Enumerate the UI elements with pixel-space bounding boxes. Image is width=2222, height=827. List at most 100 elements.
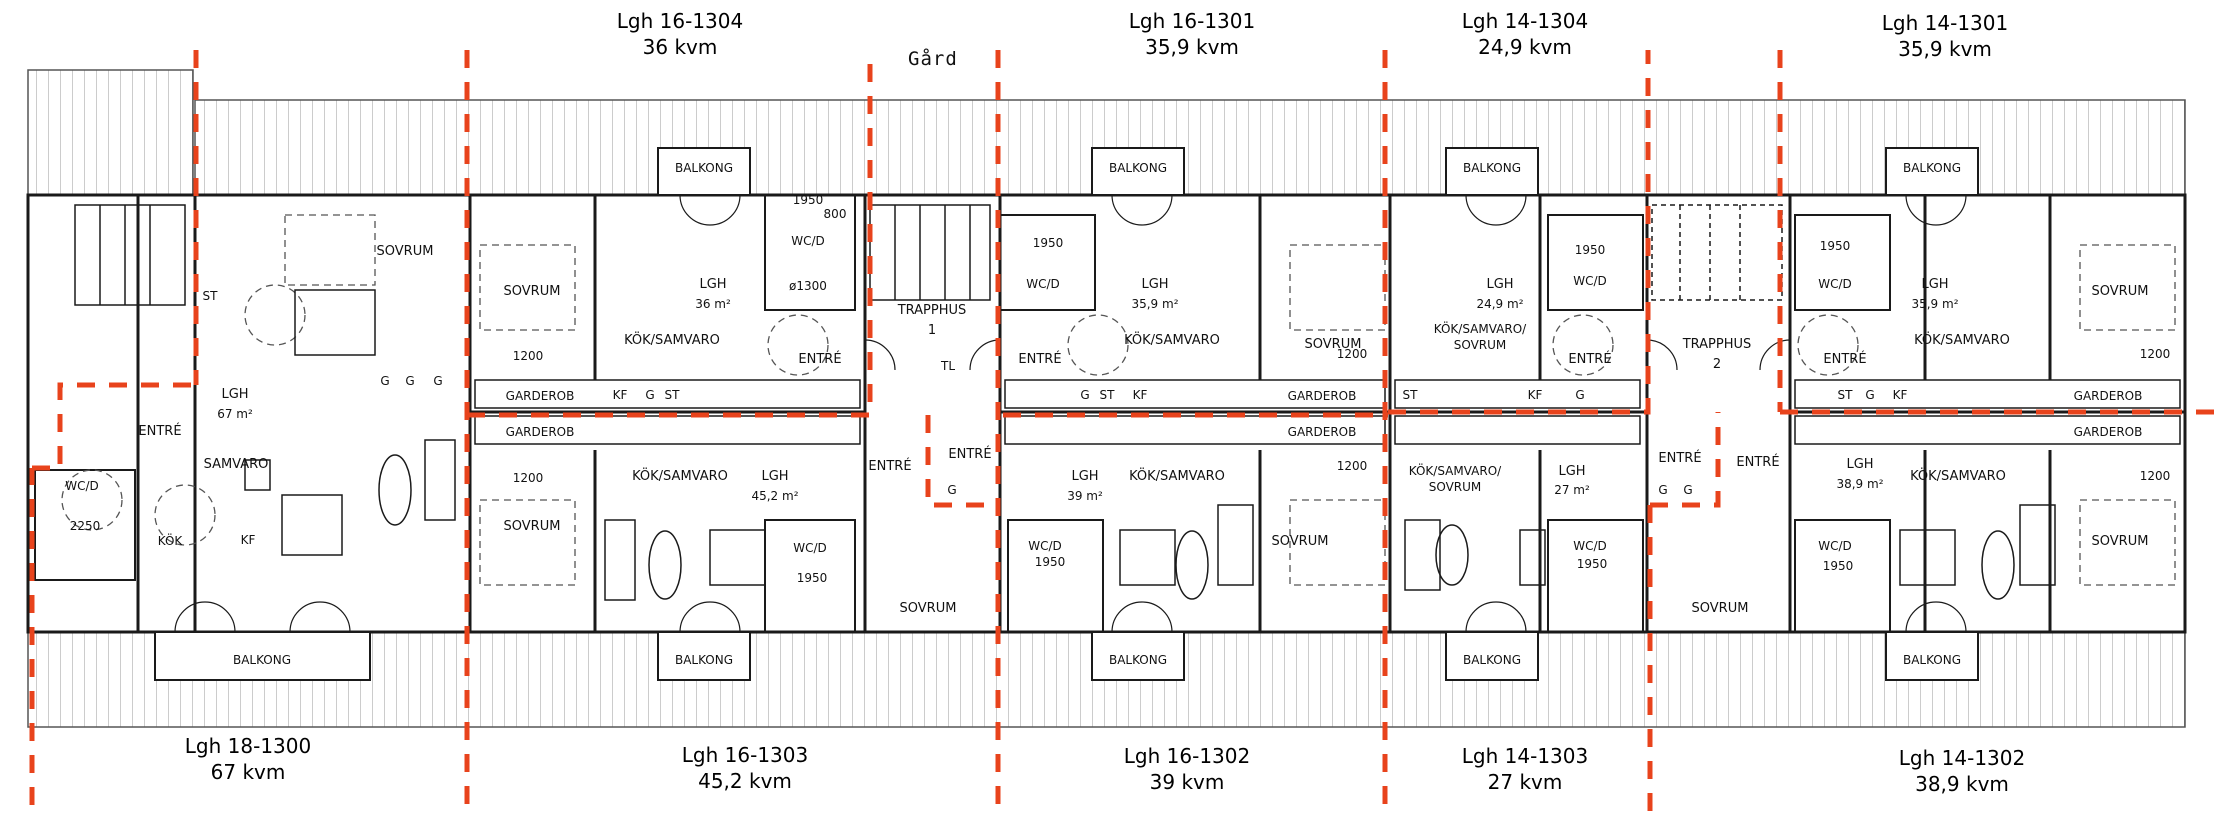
room-label: TRAPPHUS xyxy=(897,303,967,318)
dimension-label: 1200 xyxy=(2140,469,2171,483)
room-label: LGH xyxy=(1071,469,1098,484)
balcony-label: BALKONG xyxy=(1903,653,1961,667)
balcony-label: BALKONG xyxy=(1463,653,1521,667)
appliance-label: KF xyxy=(1528,388,1543,402)
room-label: 1 xyxy=(928,323,936,338)
doors xyxy=(174,194,1967,633)
room-label: LGH xyxy=(1141,277,1168,292)
room-label: SOVRUM xyxy=(1305,337,1362,352)
room-label: ENTRÉ xyxy=(868,458,911,474)
room-label: KÖK/SAMVARO xyxy=(1124,331,1220,348)
room-label: ENTRÉ xyxy=(1658,450,1701,466)
unit-caption-bottom: Lgh 16-1303 45,2 kvm xyxy=(645,742,845,794)
wardrobe-strips xyxy=(474,379,2181,445)
dimension-label: 1200 xyxy=(2140,347,2171,361)
appliance-label: KF xyxy=(241,533,256,547)
furniture xyxy=(244,289,2056,601)
room-label: GARDEROB xyxy=(506,389,575,403)
room-label: SOVRUM xyxy=(1429,480,1482,494)
room-label: WC/D xyxy=(1026,277,1060,291)
dimension-label: 1950 xyxy=(1033,236,1064,250)
balcony-label: BALKONG xyxy=(1109,653,1167,667)
unit-size: 24,9 kvm xyxy=(1478,35,1572,59)
unit-caption-bottom: Lgh 18-1300 67 kvm xyxy=(148,733,348,785)
appliance-label: G xyxy=(1080,388,1089,402)
unit-name: Lgh 14-1304 xyxy=(1461,9,1589,33)
unit-area: 36 m² xyxy=(695,297,731,311)
unit-size: 35,9 kvm xyxy=(1145,35,1239,59)
room-label: SOVRUM xyxy=(1692,601,1749,616)
unit-area: 39 m² xyxy=(1067,489,1103,503)
appliance-label: G xyxy=(405,374,414,388)
balcony-label: BALKONG xyxy=(1463,161,1521,175)
unit-name: Lgh 16-1304 xyxy=(616,9,744,33)
balconies-bottom xyxy=(154,631,1979,681)
unit-caption-bottom: Lgh 16-1302 39 kvm xyxy=(1087,743,1287,795)
dimension-label: 1950 xyxy=(1577,557,1608,571)
room-label: KÖK/SAMVARO xyxy=(1914,331,2010,348)
unit-area: 24,9 m² xyxy=(1476,297,1523,311)
room-label: WC/D xyxy=(791,234,825,248)
unit-name: Lgh 16-1302 xyxy=(1123,744,1251,768)
room-label: ENTRÉ xyxy=(1823,351,1866,367)
balcony-label: BALKONG xyxy=(233,653,291,667)
dimension-label: 800 xyxy=(824,207,847,221)
room-label: ENTRÉ xyxy=(798,351,841,367)
room-label: GARDEROB xyxy=(1288,389,1357,403)
room-label: SOVRUM xyxy=(900,601,957,616)
appliance-label: ST xyxy=(1403,388,1419,402)
dimension-label: 1200 xyxy=(513,349,544,363)
room-label: LGH xyxy=(699,277,726,292)
unit-area: 45,2 m² xyxy=(751,489,798,503)
dimension-label: 1200 xyxy=(1337,459,1368,473)
appliance-label: ST xyxy=(1838,388,1854,402)
balcony-label: BALKONG xyxy=(1903,161,1961,175)
dimension-label: 1950 xyxy=(1820,239,1851,253)
unit-name: Lgh 14-1303 xyxy=(1461,744,1589,768)
room-label: ST xyxy=(203,289,219,303)
room-label: LGH xyxy=(1486,277,1513,292)
unit-caption-bottom: Lgh 14-1302 38,9 kvm xyxy=(1862,745,2062,797)
appliance-label: ST xyxy=(1100,388,1116,402)
room-label: SOVRUM xyxy=(2092,534,2149,549)
unit-name: Lgh 14-1301 xyxy=(1881,11,2009,35)
unit-size: 38,9 kvm xyxy=(1915,772,2009,796)
room-label: ENTRÉ xyxy=(1018,351,1061,367)
balcony-label: BALKONG xyxy=(1109,161,1167,175)
room-label: LGH xyxy=(221,387,248,402)
unit-caption-top: Lgh 16-1304 36 kvm xyxy=(580,8,780,60)
appliance-label: G xyxy=(433,374,442,388)
appliance-label: KF xyxy=(613,388,628,402)
room-label: GARDEROB xyxy=(506,425,575,439)
unit-size: 39 kvm xyxy=(1149,770,1225,794)
room-label: TL xyxy=(940,359,955,373)
unit-caption-bottom: Lgh 14-1303 27 kvm xyxy=(1425,743,1625,795)
dimension-label: ø1300 xyxy=(789,279,827,293)
room-label: SOVRUM xyxy=(377,244,434,259)
unit-name: Lgh 18-1300 xyxy=(184,734,312,758)
unit-caption-top: Lgh 14-1301 35,9 kvm xyxy=(1845,10,2045,62)
appliance-labels: KF G ST G ST KF ST KF G ST G KF KF G G G… xyxy=(241,374,1908,547)
unit-caption-top: Lgh 16-1301 35,9 kvm xyxy=(1092,8,1292,60)
room-labels: SOVRUM SAMVARO ENTRÉ WC/D KÖK LGH 67 m² … xyxy=(65,234,2148,616)
unit-area: 35,9 m² xyxy=(1131,297,1178,311)
unit-area: 35,9 m² xyxy=(1911,297,1958,311)
unit-size: 45,2 kvm xyxy=(698,769,792,793)
appliance-label: KF xyxy=(1893,388,1908,402)
balcony-labels: BALKONG BALKONG BALKONG BALKONG BALKONG … xyxy=(233,161,1961,667)
dimension-label: 1950 xyxy=(797,571,828,585)
courtyard-label: Gård xyxy=(908,48,958,70)
room-label: WC/D xyxy=(1818,277,1852,291)
room-label: SOVRUM xyxy=(504,284,561,299)
balconies-top xyxy=(657,147,1979,196)
unit-area: 27 m² xyxy=(1554,483,1590,497)
room-label: KÖK/SAMVARO/ xyxy=(1434,320,1527,336)
appliance-label: G xyxy=(645,388,654,402)
room-label: KÖK/SAMVARO xyxy=(632,467,728,484)
room-label: WC/D xyxy=(1028,539,1062,553)
appliance-label: G xyxy=(1658,483,1667,497)
unit-area: 67 m² xyxy=(217,407,253,421)
dimension-label: 2250 xyxy=(70,519,101,533)
dimension-labels: 1950 800 ø1300 1950 1950 1950 1950 1950 … xyxy=(70,193,2171,585)
